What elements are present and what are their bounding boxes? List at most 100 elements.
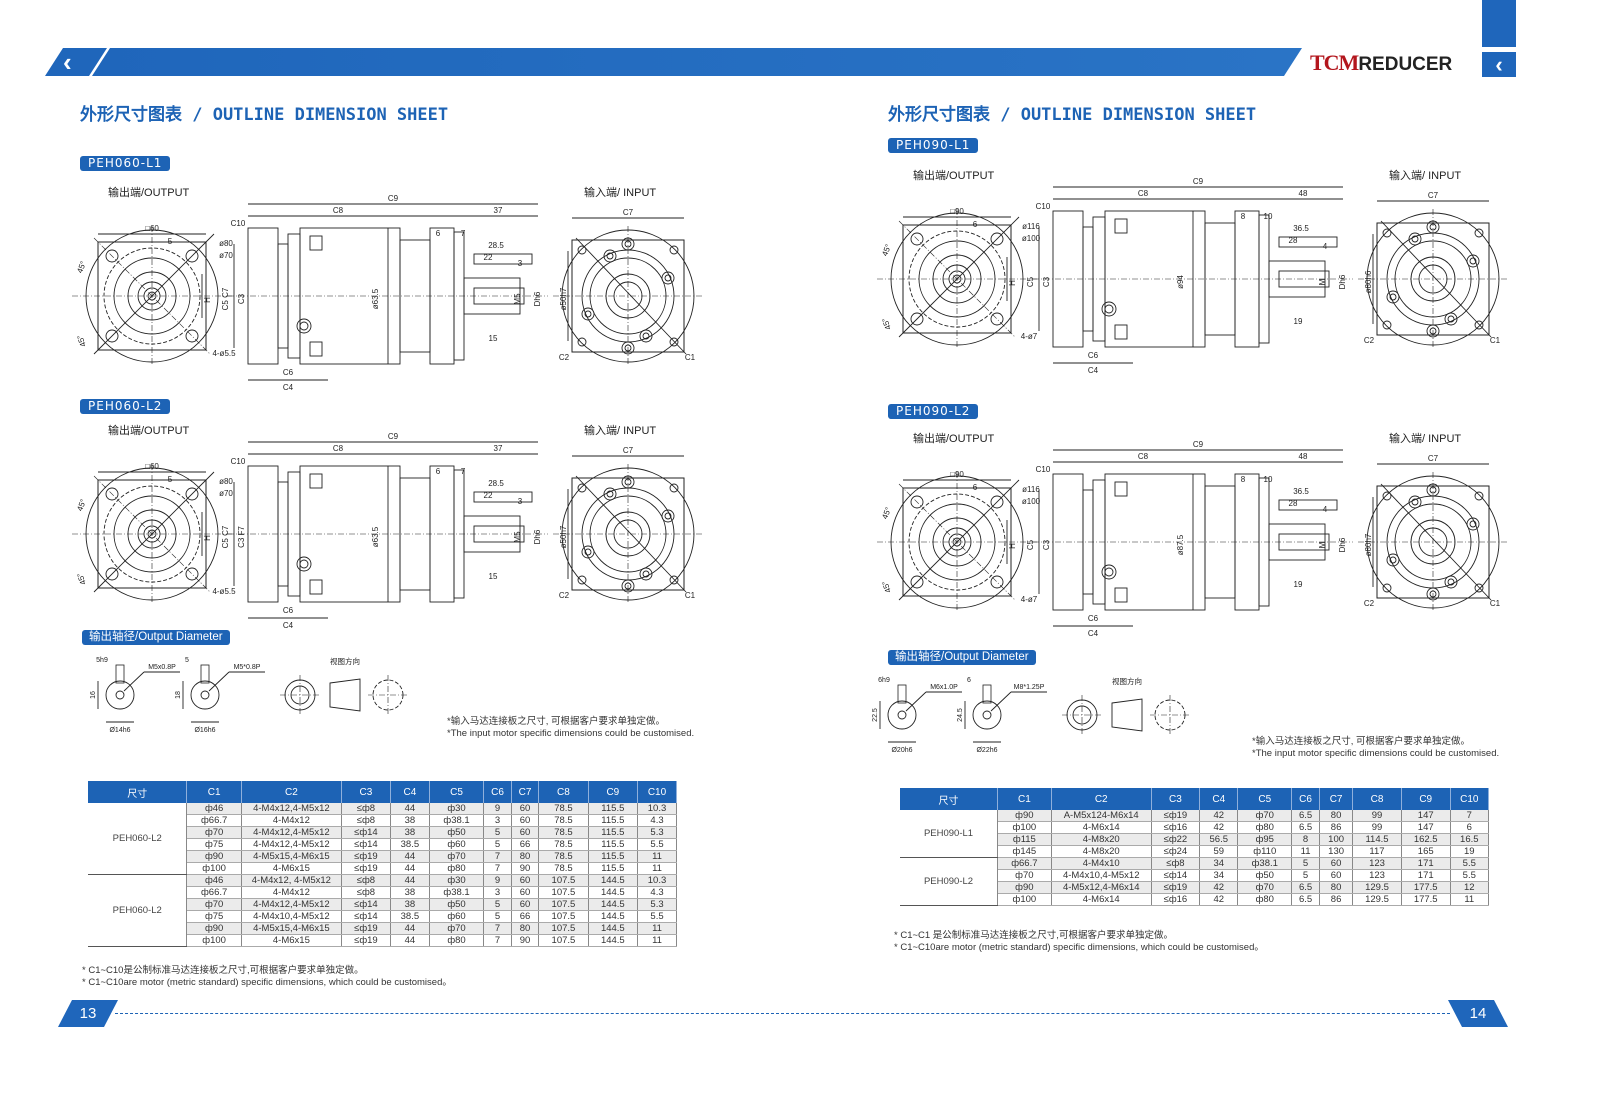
table-cell: 7 bbox=[1450, 810, 1490, 822]
shaft-key-width: 6 bbox=[967, 677, 971, 684]
side-dimension-label: ø94 bbox=[1176, 275, 1185, 289]
side-dimension-label: C8 bbox=[333, 444, 344, 453]
shaft-thread: M5*0.8P bbox=[234, 664, 261, 671]
table-cell: ф80 bbox=[429, 862, 485, 875]
outline-circle bbox=[115, 690, 125, 700]
table-cell: 66 bbox=[511, 838, 540, 851]
table-cell: ф90 bbox=[186, 922, 242, 935]
outline-circle bbox=[642, 570, 650, 578]
table-cell: ф46 bbox=[186, 874, 242, 887]
table-cell: 5.5 bbox=[637, 838, 677, 851]
table-cell: 86 bbox=[1319, 893, 1354, 906]
output-diameter-badge: 输出轴径/Output Diameter bbox=[888, 650, 1036, 665]
table-cell: 60 bbox=[511, 874, 540, 887]
output-view-label: 输出端/OUTPUT bbox=[108, 185, 190, 199]
front-dimension-label: 6 bbox=[973, 220, 978, 229]
table-cell: ф115 bbox=[997, 833, 1052, 846]
input-dimension-label: C2 bbox=[1364, 336, 1375, 345]
outline-circle bbox=[910, 575, 924, 589]
table-cell: ф80 bbox=[1237, 893, 1293, 906]
side-dimension-label: Dh6 bbox=[1338, 274, 1347, 289]
table-cell: 99 bbox=[1352, 821, 1402, 834]
table-cell: ф50 bbox=[1237, 869, 1293, 882]
front-dimension-label: 45° bbox=[880, 580, 893, 594]
center-line bbox=[898, 220, 1016, 338]
logo-suffix: REDUCER bbox=[1358, 54, 1453, 75]
table-cell: 177.5 bbox=[1401, 881, 1451, 894]
table-cell: ф46 bbox=[186, 803, 242, 815]
outline-circle bbox=[910, 232, 924, 246]
outline-circle bbox=[990, 232, 1004, 246]
table-cell: ф100 bbox=[186, 934, 242, 947]
outline-circle bbox=[669, 575, 679, 585]
table-cell: 4-M5x15,4-M6x15 bbox=[241, 922, 342, 935]
column-header: C10 bbox=[637, 781, 677, 803]
dimension-line bbox=[575, 237, 687, 355]
column-header: C4 bbox=[390, 781, 430, 803]
table-cell: 5.5 bbox=[1450, 857, 1490, 870]
table-cell: ≤ф14 bbox=[341, 910, 391, 923]
front-dimension-label: 4-ø5.5 bbox=[212, 587, 236, 596]
column-header: C5 bbox=[1237, 788, 1293, 810]
side-dimension-label: 8 bbox=[1241, 475, 1246, 484]
input-note-cn: *输入马达连接板之尺寸, 可根据客户要求单独定做。 bbox=[447, 716, 665, 727]
output-diameter-drawings: 6h9M6x1.0P22.5Ø20h66M8*1.25P24.5Ø22h6视图方… bbox=[872, 676, 1190, 754]
outline-circle bbox=[185, 329, 199, 343]
side-dimension-label: C5 C7 bbox=[221, 287, 230, 310]
side-dimension-label: 4 bbox=[1323, 505, 1328, 514]
front-dimension-label: 4-ø7 bbox=[1021, 332, 1038, 341]
table-cell: ф30 bbox=[429, 803, 485, 815]
table-cell: ф38.1 bbox=[429, 814, 485, 827]
outline-circle bbox=[296, 318, 312, 334]
front-dimension-label: H bbox=[203, 535, 212, 541]
side-dimension-label: C4 bbox=[1088, 366, 1099, 375]
input-view-label: 输入端/ INPUT bbox=[584, 185, 656, 199]
input-note: *输入马达连接板之尺寸, 可根据客户要求单独定做。 *The input mot… bbox=[447, 716, 694, 740]
side-dimension-label: C10 bbox=[231, 457, 246, 466]
side-dimension-label: 22 bbox=[484, 253, 493, 262]
side-dimension-label: 36.5 bbox=[1293, 224, 1309, 233]
column-header: C5 bbox=[429, 781, 485, 803]
outline-circle bbox=[661, 271, 675, 285]
model-cell: PEH090-L1 bbox=[900, 810, 999, 858]
input-note-cn: *输入马达连接板之尺寸, 可根据客户要求单独定做。 bbox=[1252, 736, 1470, 747]
footnote-cn: * C1~C10是公制标准马达连接板之尺寸,可根据客户要求单独定做。 bbox=[82, 965, 364, 976]
front-dimension-label: □60 bbox=[145, 224, 159, 233]
outline-circle bbox=[200, 690, 210, 700]
outline-circle bbox=[1104, 304, 1114, 314]
side-dimension-label: C3 bbox=[237, 293, 246, 304]
front-dimension-label: 5 bbox=[168, 475, 173, 484]
column-header: C7 bbox=[511, 781, 540, 803]
view-direction-icons bbox=[1062, 695, 1190, 735]
side-dimension-label: C8 bbox=[1138, 189, 1149, 198]
outline-circle bbox=[990, 312, 1004, 326]
table-cell: ≤ф16 bbox=[1151, 821, 1201, 834]
table-cell: 117 bbox=[1352, 845, 1402, 858]
column-header: C1 bbox=[997, 788, 1052, 810]
table-cell: 5 bbox=[483, 898, 512, 911]
outline-circle bbox=[1474, 228, 1484, 238]
side-dimension-label: C5 bbox=[1026, 276, 1035, 287]
front-dimension-label: □90 bbox=[950, 470, 964, 479]
table-cell: 123 bbox=[1352, 857, 1402, 870]
table-cell: 107.5 bbox=[538, 910, 589, 923]
center-line bbox=[93, 475, 211, 593]
table-cell: 114.5 bbox=[1352, 833, 1402, 846]
shaft-key bbox=[982, 684, 992, 704]
table-cell: ≤ф14 bbox=[1151, 869, 1201, 882]
left-page-title: 外形尺寸图表 / OUTLINE DIMENSION SHEET bbox=[80, 105, 449, 125]
shaft-taper-icon bbox=[329, 678, 361, 712]
table-cell: 130 bbox=[1319, 845, 1354, 858]
outline-circle bbox=[606, 252, 614, 260]
table-cell: 80 bbox=[511, 850, 540, 863]
table-cell: 44 bbox=[390, 934, 430, 947]
dimension-line bbox=[898, 216, 1020, 338]
nav-button[interactable]: ‹ bbox=[1482, 52, 1516, 77]
table-cell: ≤ф19 bbox=[341, 850, 391, 863]
outline-circle bbox=[1411, 498, 1419, 506]
outline-circle bbox=[299, 559, 309, 569]
side-dimension-label: 10 bbox=[1264, 475, 1273, 484]
front-dimension-label: ø80 bbox=[219, 477, 233, 486]
